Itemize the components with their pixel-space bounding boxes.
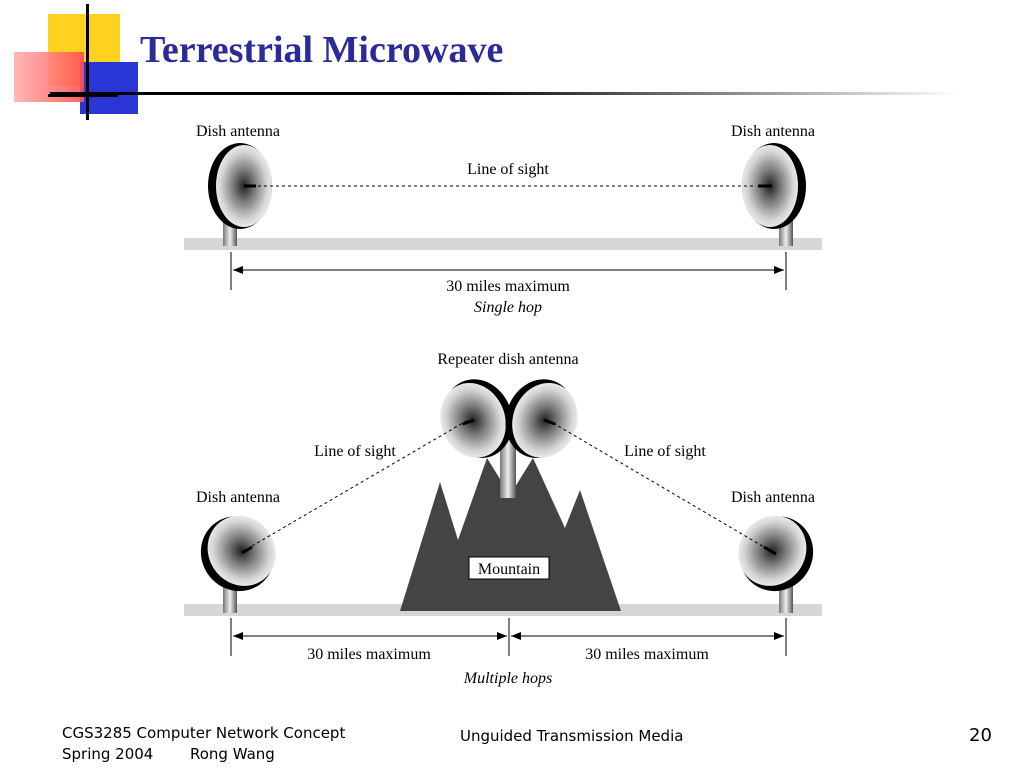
single-hop-right-antenna-label: Dish antenna xyxy=(731,123,815,140)
multiple-hops-left-line-label: Line of sight xyxy=(314,443,396,460)
single-hop-line-label: Line of sight xyxy=(467,161,549,178)
multiple-hops-left-distance-label: 30 miles maximum xyxy=(307,646,431,663)
mountain-label: Mountain xyxy=(478,561,540,578)
single-hop-caption: Single hop xyxy=(474,299,542,316)
deco-blue-square xyxy=(80,62,138,114)
multiple-hops-right-line-label: Line of sight xyxy=(624,443,706,460)
mountain xyxy=(400,458,621,611)
deco-vertical-line xyxy=(86,4,89,120)
page-number: 20 xyxy=(969,725,992,746)
footer-topic: Unguided Transmission Media xyxy=(460,727,684,745)
single-hop-left-dish xyxy=(208,143,272,246)
deco-horizontal-line xyxy=(48,94,118,97)
multiple-hops-right-distance-label: 30 miles maximum xyxy=(585,646,709,663)
single-hop-right-dish xyxy=(742,143,806,246)
title-underline xyxy=(50,92,960,95)
repeater-left-dish xyxy=(440,379,513,458)
footer-term: Spring 2004 xyxy=(62,745,154,763)
footer-course: CGS3285 Computer Network Concept xyxy=(62,724,346,742)
single-hop-ground xyxy=(184,238,822,250)
slide-title: Terrestrial Microwave xyxy=(140,29,504,71)
single-hop-distance-label: 30 miles maximum xyxy=(446,278,570,295)
multiple-hops-caption: Multiple hops xyxy=(463,670,552,687)
multiple-hops-left-dish xyxy=(200,515,276,613)
multiple-hops-left-antenna-label: Dish antenna xyxy=(196,489,280,506)
repeater-right-dish xyxy=(505,379,578,458)
footer-author: Rong Wang xyxy=(190,745,275,763)
repeater-label: Repeater dish antenna xyxy=(437,351,578,368)
single-hop-left-antenna-label: Dish antenna xyxy=(196,123,280,140)
multiple-hops-right-antenna-label: Dish antenna xyxy=(731,489,815,506)
multiple-hops-right-dish xyxy=(738,515,814,613)
